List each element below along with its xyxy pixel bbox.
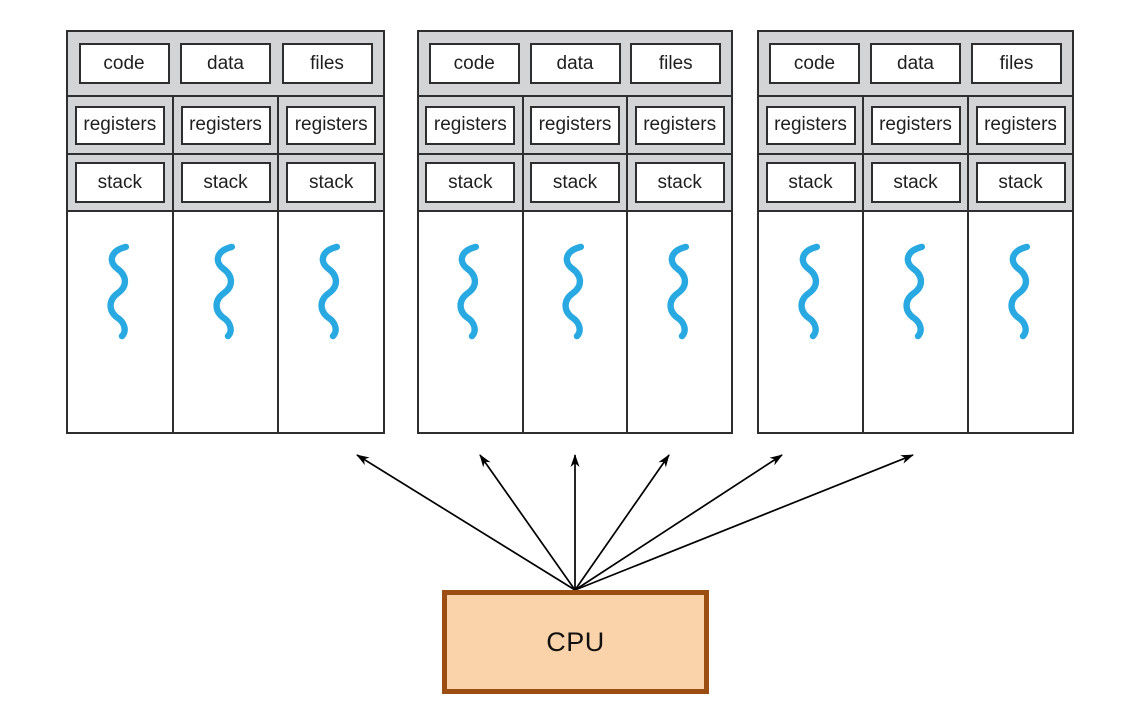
data-box: data (870, 43, 961, 84)
thread-cell: stack (759, 155, 862, 210)
thread-squiggle-icon (796, 242, 826, 340)
registers-row: registers registers registers (68, 95, 383, 153)
shared-resources-row: code data files (759, 32, 1072, 95)
process-box-1: code data files registers registers regi… (66, 30, 385, 434)
thread-column (967, 212, 1072, 432)
thread-squiggle-icon (665, 242, 695, 340)
thread-column (68, 212, 172, 432)
thread-cell: stack (967, 155, 1072, 210)
thread-squiggle-icon (211, 242, 241, 340)
code-box: code (769, 43, 860, 84)
registers-box: registers (634, 105, 725, 145)
thread-cell: stack (521, 155, 627, 210)
thread-cell: stack (862, 155, 967, 210)
registers-row: registers registers registers (419, 95, 731, 153)
stacks-row: stack stack stack (68, 153, 383, 210)
thread-cell: stack (626, 155, 731, 210)
thread-cell: registers (759, 97, 862, 153)
registers-row: registers registers registers (759, 95, 1072, 153)
shared-resources-row: code data files (68, 32, 383, 95)
threads-row (68, 210, 383, 432)
thread-cell: registers (862, 97, 967, 153)
registers-box: registers (765, 105, 856, 145)
process-box-3: code data files registers registers regi… (757, 30, 1074, 434)
process-box-2: code data files registers registers regi… (417, 30, 733, 434)
stacks-row: stack stack stack (759, 153, 1072, 210)
thread-cell: stack (171, 155, 278, 210)
thread-cell: stack (419, 155, 522, 210)
data-box: data (529, 43, 621, 84)
registers-box: registers (425, 105, 516, 145)
threads-row (419, 210, 731, 432)
threads-row (759, 210, 1072, 432)
thread-cell: registers (171, 97, 278, 153)
registers-box: registers (975, 105, 1066, 145)
registers-box: registers (870, 105, 961, 145)
stacks-row: stack stack stack (419, 153, 731, 210)
thread-squiggle-icon (560, 242, 590, 340)
cpu-thread-arrow (574, 454, 914, 591)
shared-resources-row: code data files (419, 32, 731, 95)
cpu-thread-arrow (479, 454, 576, 591)
stack-box: stack (286, 162, 377, 203)
thread-squiggle-icon (105, 242, 135, 340)
cpu-box: CPU (442, 590, 709, 694)
thread-cell: registers (521, 97, 627, 153)
files-box: files (630, 43, 722, 84)
thread-cell: registers (967, 97, 1072, 153)
thread-column (759, 212, 862, 432)
cpu-thread-arrow (574, 454, 670, 591)
thread-cell: registers (419, 97, 522, 153)
thread-cell: stack (277, 155, 383, 210)
stack-box: stack (74, 162, 165, 203)
thread-squiggle-icon (901, 242, 931, 340)
code-box: code (78, 43, 170, 84)
data-box: data (180, 43, 271, 84)
thread-cell: stack (68, 155, 172, 210)
registers-box: registers (286, 105, 377, 145)
stack-box: stack (425, 162, 516, 203)
cpu-label: CPU (546, 626, 605, 657)
stack-box: stack (530, 162, 620, 203)
thread-cell: registers (68, 97, 172, 153)
thread-squiggle-icon (316, 242, 346, 340)
stack-box: stack (870, 162, 961, 203)
cpu-thread-arrow (574, 454, 783, 591)
thread-cell: registers (277, 97, 383, 153)
thread-squiggle-icon (1006, 242, 1036, 340)
thread-column (626, 212, 731, 432)
stack-box: stack (634, 162, 725, 203)
code-box: code (428, 43, 520, 84)
thread-column (277, 212, 383, 432)
registers-box: registers (180, 105, 271, 145)
cpu-thread-arrow (356, 454, 576, 591)
stack-box: stack (975, 162, 1066, 203)
thread-column (419, 212, 522, 432)
thread-column (171, 212, 278, 432)
registers-box: registers (530, 105, 620, 145)
thread-column (862, 212, 967, 432)
thread-column (521, 212, 627, 432)
files-box: files (281, 43, 373, 84)
stack-box: stack (180, 162, 271, 203)
thread-squiggle-icon (455, 242, 485, 340)
files-box: files (971, 43, 1062, 84)
registers-box: registers (74, 105, 165, 145)
stack-box: stack (765, 162, 856, 203)
thread-cell: registers (626, 97, 731, 153)
